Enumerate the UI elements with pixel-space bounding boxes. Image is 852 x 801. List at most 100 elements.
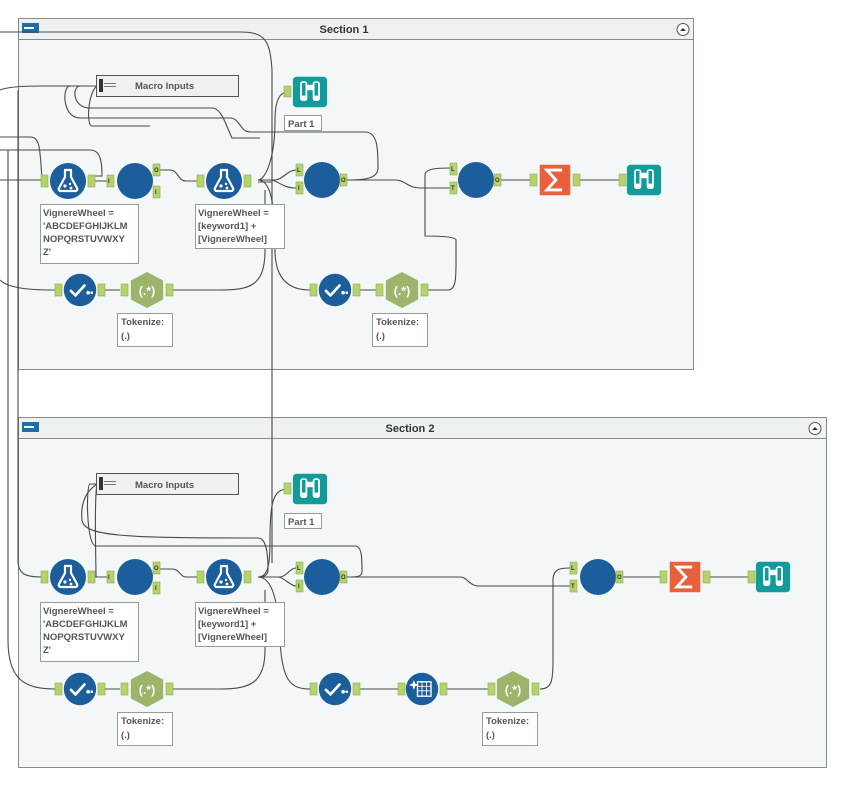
input-anchor[interactable]	[747, 570, 756, 584]
formula-tool[interactable]	[196, 557, 252, 597]
part-1-label: Part 1	[288, 119, 315, 130]
output-anchor[interactable]	[87, 570, 96, 584]
input-anchor[interactable]	[449, 162, 458, 176]
tokenize-annotation: Tokenize: (.)	[482, 712, 538, 746]
output-anchor[interactable]	[87, 174, 96, 188]
output-anchor[interactable]	[152, 163, 161, 177]
formula-annotation-line: Z'	[43, 645, 51, 656]
output-anchor[interactable]	[339, 570, 348, 584]
input-anchor[interactable]	[295, 561, 304, 575]
input-anchor[interactable]	[569, 579, 578, 593]
browse-tool[interactable]	[283, 76, 328, 108]
input-anchor[interactable]	[309, 682, 318, 696]
macro-inputs-tool[interactable]: Macro Inputs	[96, 473, 239, 495]
browse-tool[interactable]	[283, 473, 328, 505]
formula-tool[interactable]	[40, 161, 96, 201]
select-tool[interactable]	[54, 272, 106, 308]
output-anchor[interactable]	[339, 173, 348, 187]
append-fields-icon	[117, 559, 153, 595]
browse-tool[interactable]	[747, 561, 791, 593]
input-anchor[interactable]	[569, 561, 578, 575]
formula-annotation: VignereWheel = 'ABCDEFGHIJKLM NOPQRSTUVW…	[40, 204, 139, 264]
summarize-tool[interactable]	[659, 560, 711, 594]
output-anchor[interactable]	[152, 581, 161, 595]
output-anchor[interactable]	[702, 570, 711, 584]
input-anchor[interactable]	[397, 682, 406, 696]
input-anchor[interactable]	[40, 174, 49, 188]
collapse-icon[interactable]	[808, 422, 822, 435]
input-anchor[interactable]	[283, 85, 292, 98]
select-tool[interactable]	[309, 272, 361, 308]
output-anchor[interactable]	[615, 570, 624, 584]
output-anchor[interactable]	[152, 561, 161, 575]
regex-tool[interactable]	[120, 271, 174, 309]
join-tool[interactable]: L I O	[295, 559, 348, 595]
output-anchor[interactable]	[439, 682, 448, 696]
input-anchor[interactable]	[40, 570, 49, 584]
append-fields-tool[interactable]: I O I	[106, 163, 161, 199]
input-anchor[interactable]	[618, 173, 627, 187]
formula-annotation-line: NOPQRSTUVWXY	[43, 632, 125, 643]
output-anchor[interactable]	[97, 682, 106, 696]
join-circle-icon	[458, 162, 494, 198]
input-anchor[interactable]	[54, 283, 63, 297]
multi-row-formula-tool[interactable]	[397, 672, 448, 706]
macro-input-icon	[99, 477, 103, 490]
input-anchor[interactable]	[120, 682, 129, 696]
join-tool[interactable]: L T O	[449, 162, 502, 198]
output-anchor[interactable]	[243, 570, 252, 584]
output-anchor[interactable]	[165, 682, 174, 696]
input-anchor[interactable]	[196, 174, 205, 188]
output-anchor[interactable]	[572, 173, 581, 187]
input-anchor[interactable]	[295, 163, 304, 177]
input-anchor[interactable]	[295, 579, 304, 593]
section-1-header[interactable]	[18, 18, 694, 40]
output-anchor[interactable]	[165, 283, 174, 297]
output-anchor[interactable]	[152, 185, 161, 199]
output-anchor[interactable]	[420, 283, 429, 297]
input-anchor[interactable]	[295, 181, 304, 195]
port-letter: I	[298, 186, 300, 192]
input-anchor[interactable]	[54, 682, 63, 696]
output-anchor[interactable]	[243, 174, 252, 188]
regex-tool[interactable]	[120, 670, 174, 708]
input-anchor[interactable]	[449, 181, 458, 195]
formula-tool[interactable]	[196, 161, 252, 201]
append-fields-tool[interactable]: I O I	[106, 559, 161, 595]
output-anchor[interactable]	[97, 283, 106, 297]
input-anchor[interactable]	[309, 283, 318, 297]
output-anchor[interactable]	[493, 173, 502, 187]
output-anchor[interactable]	[352, 283, 361, 297]
macro-inputs-label: Macro Inputs	[135, 81, 194, 92]
formula-tool[interactable]	[40, 557, 96, 597]
input-anchor[interactable]	[659, 570, 668, 584]
tokenize-annotation: Tokenize: (.)	[372, 313, 428, 347]
input-anchor[interactable]	[487, 682, 496, 696]
input-anchor[interactable]	[106, 570, 115, 584]
join-tool[interactable]: L T O	[569, 559, 624, 595]
input-anchor[interactable]	[529, 173, 538, 187]
formula-annotation: VignereWheel = [keyword1] + [VignereWhee…	[195, 204, 285, 249]
port-letter: O	[495, 178, 500, 184]
input-anchor[interactable]	[196, 570, 205, 584]
regex-tool[interactable]	[487, 670, 540, 708]
output-anchor[interactable]	[531, 682, 540, 696]
output-anchor[interactable]	[352, 682, 361, 696]
collapse-icon[interactable]	[676, 23, 690, 36]
input-anchor[interactable]	[106, 174, 115, 188]
port-letter: L	[297, 168, 301, 174]
select-tool[interactable]	[54, 671, 106, 707]
port-letter: T	[451, 186, 455, 192]
port-letter: I	[155, 190, 157, 196]
input-anchor[interactable]	[283, 482, 292, 495]
select-tool[interactable]	[309, 671, 361, 707]
input-anchor[interactable]	[120, 283, 129, 297]
formula-annotation-line: 'ABCDEFGHIJKLM	[43, 619, 128, 630]
browse-tool[interactable]	[618, 164, 662, 196]
port-letter: T	[571, 584, 575, 590]
summarize-tool[interactable]	[529, 163, 581, 197]
regex-tool[interactable]	[375, 271, 429, 309]
join-tool[interactable]: L I O	[295, 162, 348, 198]
macro-inputs-tool[interactable]: Macro Inputs	[96, 75, 239, 97]
input-anchor[interactable]	[375, 283, 384, 297]
